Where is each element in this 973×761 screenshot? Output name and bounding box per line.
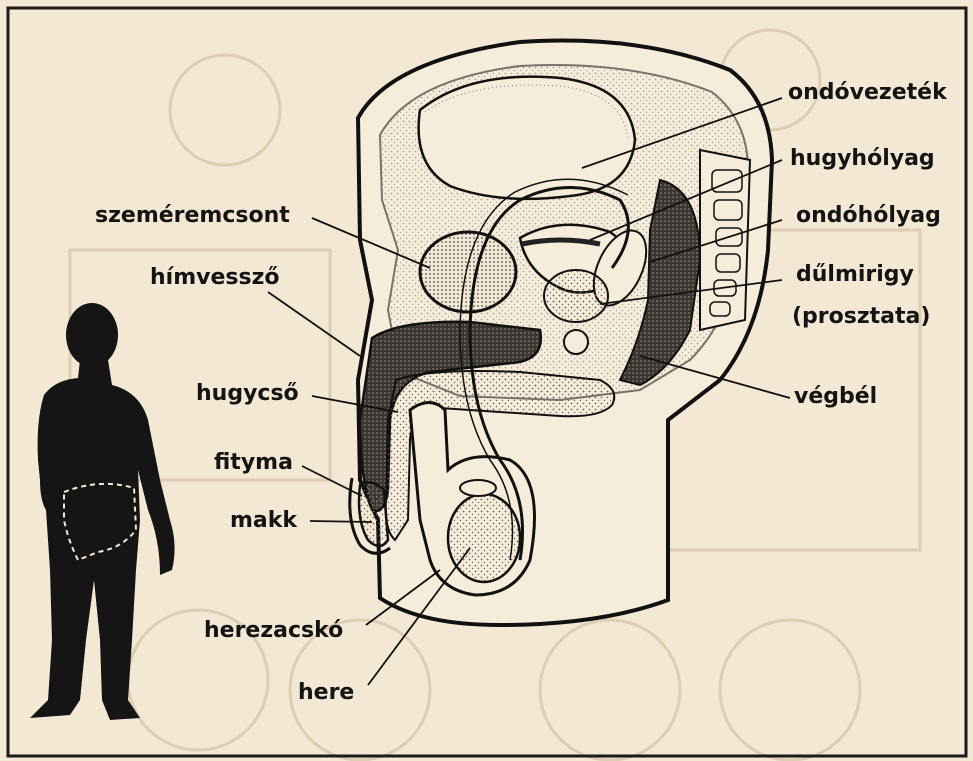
label-urethra: hugycső: [196, 383, 299, 405]
label-scrotum: herezacskó: [204, 620, 343, 642]
label-glans: makk: [230, 510, 297, 532]
label-testis: here: [298, 682, 354, 704]
label-vas-deferens: ondóvezeték: [788, 82, 947, 104]
label-penis: hímvessző: [150, 267, 280, 289]
cross-section: [350, 41, 772, 625]
label-rectum: végbél: [794, 386, 877, 408]
prostate: [544, 270, 608, 322]
pubic-bone: [420, 232, 516, 312]
label-prostate: dűlmirigy: [796, 264, 914, 286]
label-foreskin: fityma: [214, 452, 293, 474]
label-seminal-vesicle: ondóhólyag: [796, 205, 941, 227]
label-prostate-latin: (prosztata): [792, 306, 930, 328]
label-bladder: hugyhólyag: [790, 148, 935, 170]
label-pubic-bone: szeméremcsont: [95, 205, 290, 227]
glans: [359, 482, 388, 546]
testis: [448, 494, 520, 582]
intestine: [419, 77, 635, 199]
human-silhouette: [30, 303, 175, 720]
